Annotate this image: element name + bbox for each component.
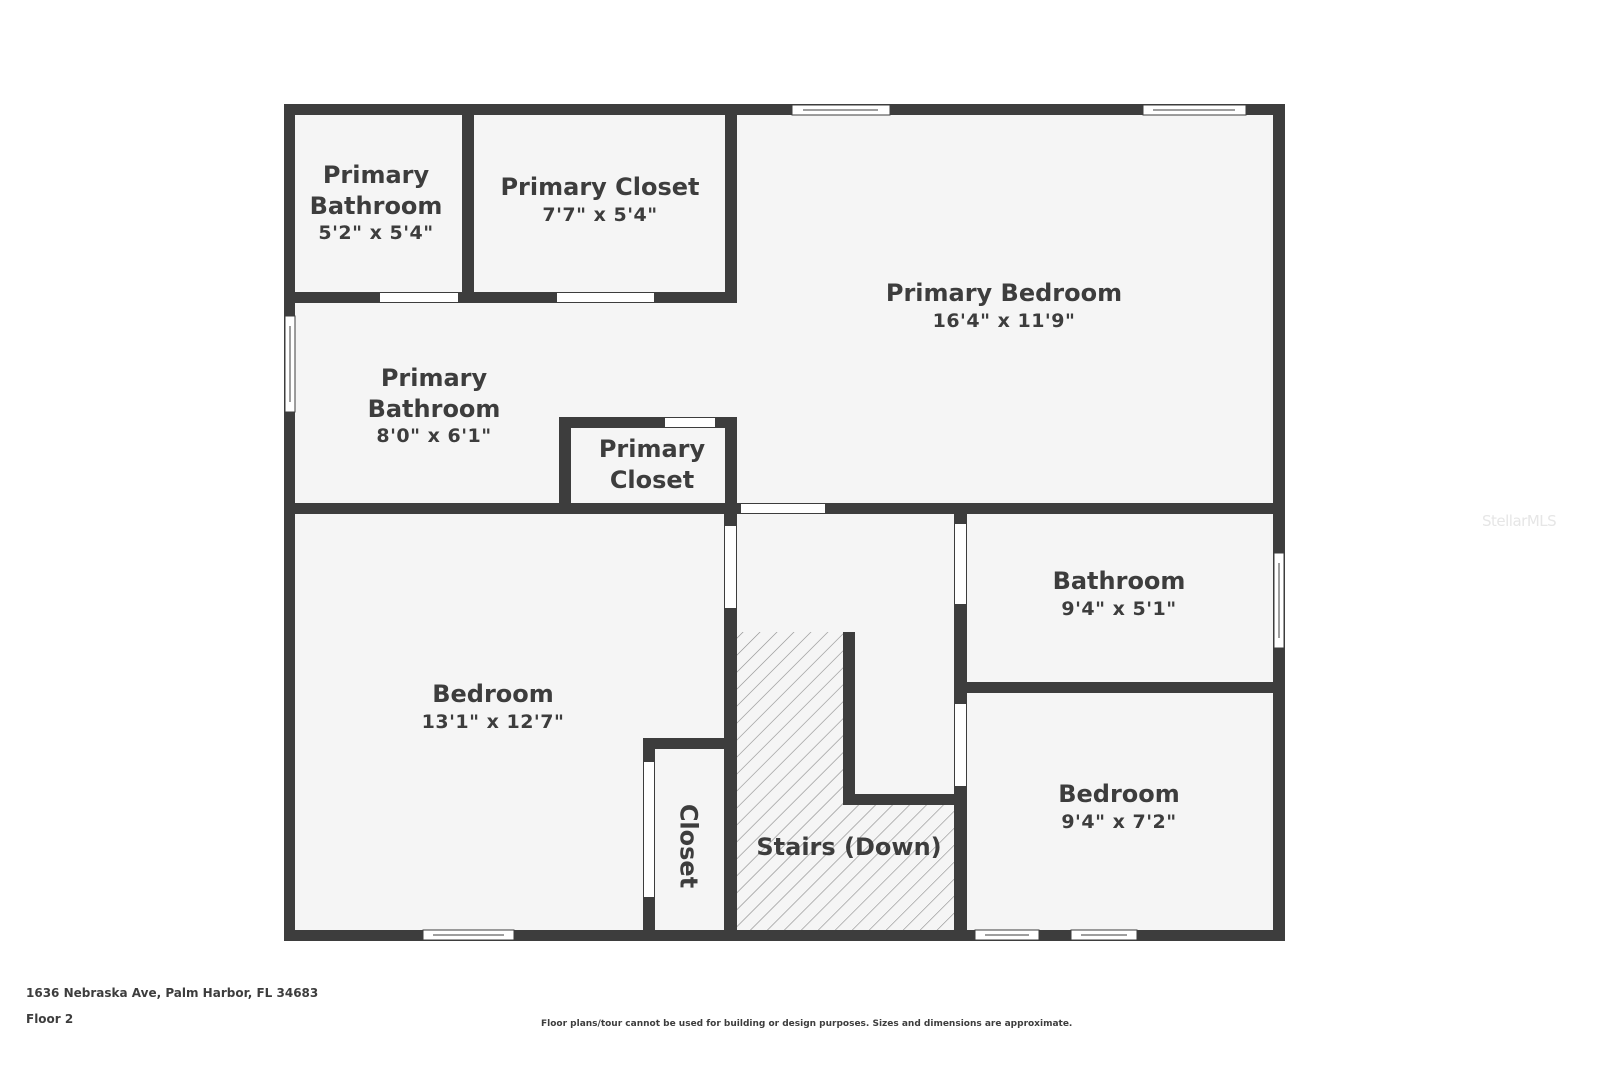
room-name: Primary Bedroom bbox=[885, 279, 1123, 307]
room-name: Primary bbox=[380, 364, 488, 392]
room-name: Closet bbox=[674, 803, 703, 889]
room-stairs: Stairs (Down) bbox=[756, 832, 941, 863]
room-dimensions: 8'0" x 6'1" bbox=[376, 425, 492, 448]
room-name: Primary bbox=[598, 435, 706, 463]
floor-label: Floor 2 bbox=[26, 1012, 74, 1026]
room-name: Bathroom bbox=[1052, 567, 1186, 595]
disclaimer-text: Floor plans/tour cannot be used for buil… bbox=[541, 1019, 1073, 1029]
room-primary-bedroom: Primary Bedroom 16'4" x 11'9" bbox=[886, 278, 1122, 333]
windows bbox=[284, 104, 1285, 941]
door-openings bbox=[380, 293, 966, 897]
room-closet: Closet bbox=[673, 804, 704, 888]
room-bedroom-small: Bedroom 9'4" x 7'2" bbox=[1058, 779, 1180, 834]
room-name: Bedroom bbox=[432, 680, 554, 708]
room-primary-closet-small: Primary Closet bbox=[599, 434, 705, 495]
room-name: Primary bbox=[322, 161, 430, 189]
room-name: Bedroom bbox=[1058, 780, 1180, 808]
room-primary-closet-large: Primary Closet 7'7" x 5'4" bbox=[500, 172, 699, 227]
room-dimensions: 9'4" x 7'2" bbox=[1061, 810, 1177, 833]
room-bedroom-large: Bedroom 13'1" x 12'7" bbox=[422, 679, 565, 734]
watermark-logo: StellarMLS bbox=[1482, 512, 1557, 530]
room-name: Bathroom bbox=[367, 394, 501, 423]
room-name: Stairs (Down) bbox=[756, 833, 942, 861]
room-name: Bathroom bbox=[309, 191, 443, 220]
room-primary-bathroom-large: Primary Bathroom 8'0" x 6'1" bbox=[368, 363, 501, 449]
room-dimensions: 5'2" x 5'4" bbox=[318, 222, 434, 245]
room-dimensions: 16'4" x 11'9" bbox=[932, 309, 1076, 332]
room-dimensions: 9'4" x 5'1" bbox=[1061, 597, 1177, 620]
property-address: 1636 Nebraska Ave, Palm Harbor, FL 34683 bbox=[26, 986, 319, 1000]
room-primary-bathroom-small: Primary Bathroom 5'2" x 5'4" bbox=[310, 160, 443, 246]
room-dimensions: 7'7" x 5'4" bbox=[542, 203, 658, 226]
room-bathroom: Bathroom 9'4" x 5'1" bbox=[1053, 566, 1186, 621]
room-name: Closet bbox=[609, 465, 695, 494]
room-dimensions: 13'1" x 12'7" bbox=[421, 710, 565, 733]
room-name: Primary Closet bbox=[500, 173, 700, 201]
